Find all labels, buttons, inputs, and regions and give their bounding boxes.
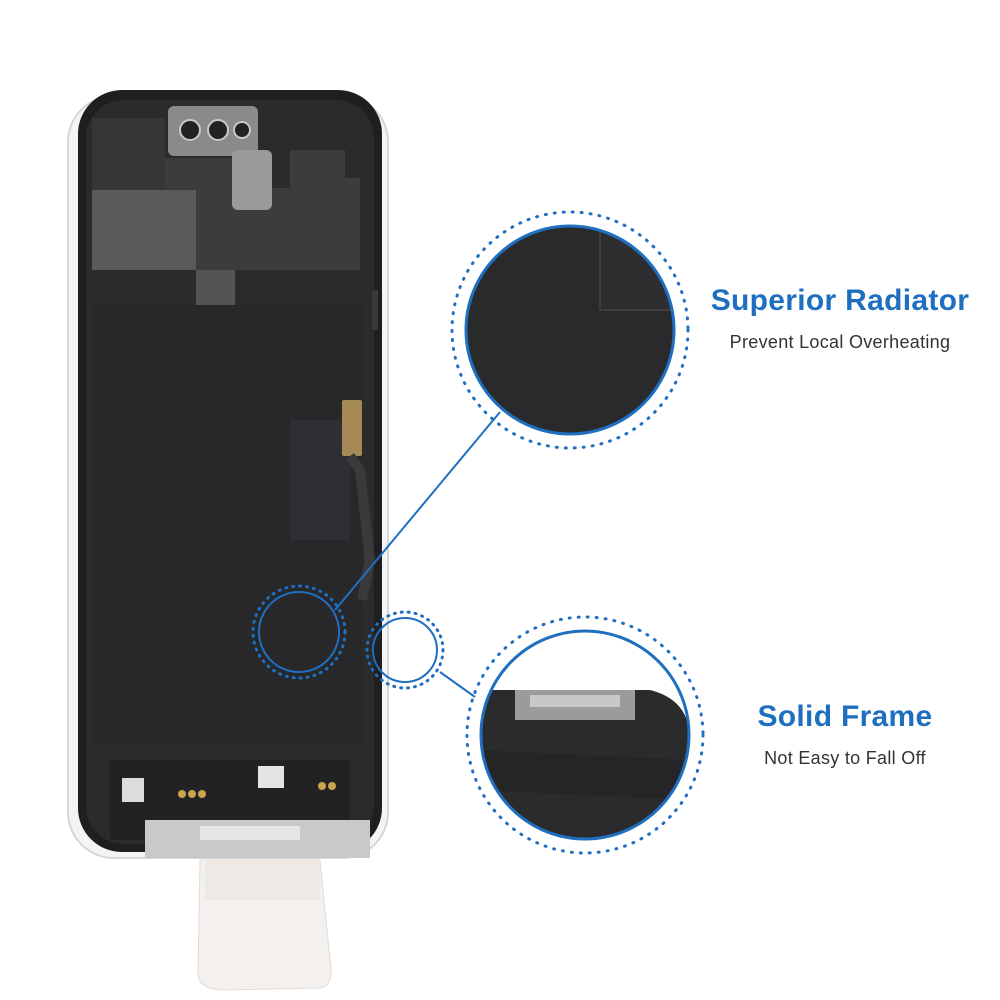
feature-title: Superior Radiator <box>710 284 970 317</box>
highlight-markers <box>251 584 445 690</box>
feature-solid-frame: Solid Frame Not Easy to Fall Off <box>720 700 970 769</box>
callout-lines <box>334 411 501 698</box>
bottom-components <box>110 760 370 858</box>
flex-cable <box>197 859 332 991</box>
heat-shield-plate <box>92 118 360 305</box>
feature-superior-radiator: Superior Radiator Prevent Local Overheat… <box>690 284 990 353</box>
camera-bracket <box>168 106 272 210</box>
feature-subtitle: Not Easy to Fall Off <box>764 748 926 768</box>
display-connector <box>342 400 376 601</box>
zoom-circle-radiator <box>450 210 690 450</box>
feature-title: Solid Frame <box>757 700 933 733</box>
graphite-sheet <box>92 305 362 745</box>
zoom-circle-frame <box>465 615 705 855</box>
feature-subtitle: Prevent Local Overheating <box>729 332 951 352</box>
